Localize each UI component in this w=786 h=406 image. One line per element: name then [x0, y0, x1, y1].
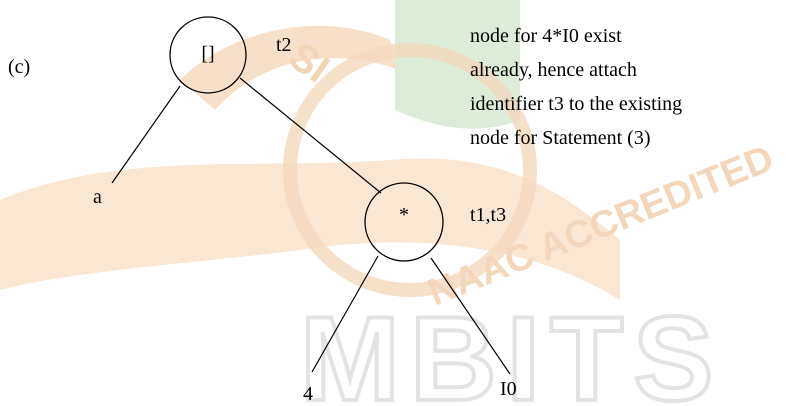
dag-node-index: [] [169, 16, 247, 94]
edge-mult-to-I0 [430, 257, 511, 375]
part-label: (c) [8, 56, 30, 78]
edge-root-to-mult [239, 77, 382, 194]
leaf-I0: I0 [500, 378, 517, 400]
node-symbol: * [399, 204, 409, 226]
node-circle [364, 182, 444, 262]
note-line-4: node for Statement (3) [470, 127, 651, 149]
note-line-2: already, hence attach [470, 59, 637, 81]
watermark-seal-ring [283, 43, 537, 297]
node-label-t2: t2 [276, 34, 292, 56]
edge-mult-to-4 [311, 255, 379, 373]
node-circle [169, 16, 247, 94]
leaf-a: a [93, 186, 102, 208]
note-line-1: node for 4*I0 exist [470, 25, 622, 47]
edge-root-to-a [111, 85, 181, 184]
explanation-note: node for 4*I0 exist already, hence attac… [470, 25, 682, 149]
leaf-4: 4 [303, 383, 313, 405]
dag-node-multiply: * [364, 182, 444, 262]
node-label-t1-t3: t1,t3 [470, 204, 506, 226]
node-symbol: [] [201, 43, 214, 65]
watermark-orange-band [180, 25, 400, 110]
note-line-3: identifier t3 to the existing [470, 93, 682, 115]
watermark-institution-text: MBITS [300, 292, 723, 406]
